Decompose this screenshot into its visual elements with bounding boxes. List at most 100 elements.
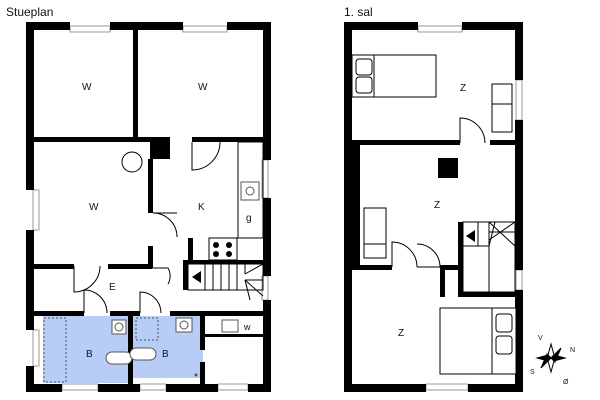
burner (226, 251, 232, 257)
wall (263, 22, 271, 160)
wall (352, 145, 360, 265)
stair-step (244, 263, 264, 275)
wall (133, 30, 138, 140)
wall (170, 311, 263, 316)
window (515, 269, 523, 291)
room-label-w-top-right: W (198, 82, 208, 93)
wall (515, 22, 523, 80)
window (139, 383, 167, 391)
wall (108, 264, 152, 269)
room-label-bath-right: B (162, 349, 169, 360)
wall (26, 22, 70, 30)
ground-staircase (187, 263, 264, 301)
shower-areas (43, 317, 159, 383)
door-swing (139, 291, 162, 314)
room-label-z-middle: Z (434, 200, 440, 211)
first-floor-plan: Z Z Z (344, 22, 523, 392)
stair-arrow-icon (192, 271, 201, 283)
pillow (495, 313, 513, 333)
wall (248, 384, 271, 392)
stair-arrow-icon (466, 230, 475, 242)
window (32, 329, 40, 367)
shower-area (135, 317, 159, 341)
ground-floor-title: Stueplan (6, 5, 54, 19)
beds (351, 54, 517, 375)
room-label-z-top: Z (460, 83, 466, 94)
first-doors (391, 117, 486, 268)
wall (458, 292, 515, 297)
door-swing (391, 241, 418, 268)
ground-walls (26, 22, 271, 392)
window (417, 25, 463, 33)
room-label-bath-left: B (86, 349, 93, 360)
toilet (105, 351, 133, 365)
kitchen-counter (237, 141, 264, 239)
room-label-w-small: w (243, 322, 251, 332)
stair-outline (187, 263, 264, 291)
pillow (495, 335, 513, 355)
wall (26, 384, 62, 392)
wall (148, 159, 153, 213)
burner (213, 242, 219, 248)
wall (188, 238, 193, 260)
wall (352, 265, 392, 270)
wall (515, 120, 523, 270)
washbasin-bowl (179, 320, 189, 330)
wall (110, 311, 140, 316)
wall (148, 246, 153, 268)
compass-letter-o: Ø (563, 379, 569, 386)
wall (34, 264, 74, 269)
wall (183, 260, 188, 290)
drain (194, 373, 198, 377)
sink-drain (245, 186, 255, 196)
window (182, 25, 228, 33)
wall (110, 22, 183, 30)
wall (26, 366, 34, 392)
burner (213, 251, 219, 257)
door-swing (459, 117, 486, 144)
round-table (121, 151, 143, 173)
wall (128, 316, 133, 384)
compass-letter-n: N (570, 347, 575, 354)
door-swing (152, 212, 178, 238)
wall (192, 137, 263, 142)
door-swing (416, 243, 441, 268)
compass-letter-v: V (538, 335, 543, 342)
compass-point (540, 352, 550, 369)
wall (344, 22, 352, 392)
wall (344, 384, 426, 392)
wall (183, 260, 263, 264)
wardrobe (491, 83, 513, 133)
stair-step (244, 279, 251, 301)
wall (468, 384, 523, 392)
window (32, 189, 40, 231)
door-swing (191, 141, 221, 171)
wall (98, 384, 140, 392)
wall (34, 311, 84, 316)
wardrobe (363, 207, 387, 259)
kitchen-fixtures (208, 141, 264, 261)
ground-doors (73, 141, 221, 314)
washing-machine (221, 319, 239, 333)
wall (205, 334, 263, 337)
wall (26, 22, 34, 190)
room-label-kitchen: K (198, 202, 205, 213)
compass-point (552, 347, 562, 364)
room-label-w-top-left: W (82, 82, 92, 93)
window (61, 383, 99, 391)
door-swing (83, 289, 108, 314)
wall (490, 140, 515, 145)
pillow (355, 76, 373, 94)
wall (200, 362, 205, 384)
door-swing (152, 267, 171, 285)
wall (200, 316, 205, 350)
stair-step (488, 221, 516, 241)
compass-letter-s: S (530, 369, 535, 376)
window (425, 383, 469, 391)
room-label-g: g (246, 213, 252, 224)
wall (440, 265, 462, 270)
wall (166, 384, 218, 392)
stair-step (488, 221, 516, 247)
first-staircase (462, 221, 516, 293)
